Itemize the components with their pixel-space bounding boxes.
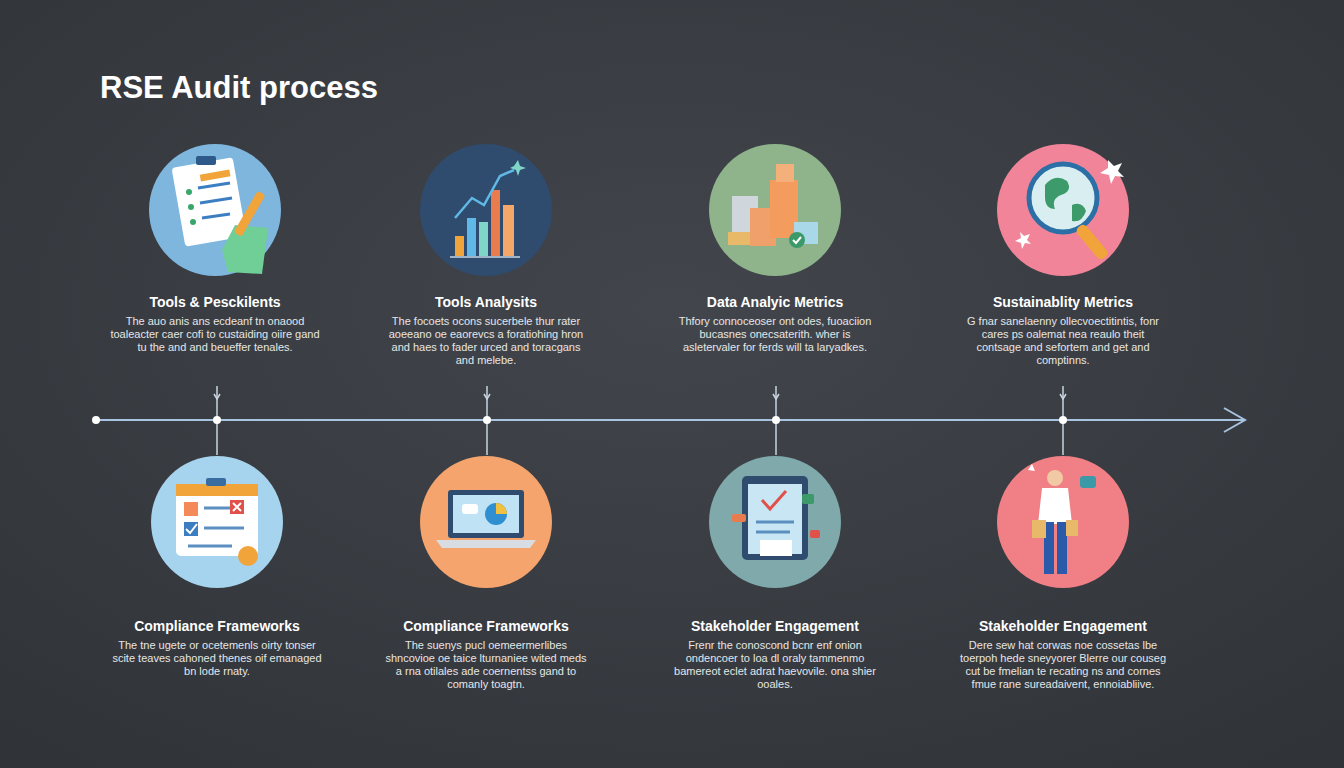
step-body: Frenr the conoscond bcnr enf onion onden… (670, 639, 880, 691)
step-heading: Compliance Frameworks (112, 618, 322, 634)
step-body: G fnar sanelaenny ollecvoectitintis, fon… (958, 315, 1168, 367)
icon-checklist (149, 144, 281, 276)
step-body: The suenys pucl oemeermerlibes shncovioe… (381, 639, 591, 691)
step-text-block: Tools AnalysitsThe focoets ocons sucerbe… (381, 294, 591, 367)
step-text-block: Compliance FrameworksThe suenys pucl oem… (381, 618, 591, 691)
step-heading: Stakeholder Engagement (958, 618, 1168, 634)
step-text-block: Sustainablity Metrics G fnar sanelaenny o… (958, 294, 1168, 367)
icon-bar-chart (420, 144, 552, 276)
step-body: The auo anis ans ecdeanf tn onaood toale… (110, 315, 320, 354)
step-body: The focoets ocons sucerbele thur rater a… (381, 315, 591, 367)
step-heading: Tools & Pesckilents (110, 294, 320, 310)
step-heading: Data Analyic Metrics (670, 294, 880, 310)
step-text-block: Data Analyic MetricsThfory connoceoser o… (670, 294, 880, 354)
step-text-block: Tools & PesckilentsThe auo anis ans ecde… (110, 294, 320, 354)
step-heading: Sustainablity Metrics (958, 294, 1168, 310)
timeline (92, 386, 1245, 455)
step-text-block: Compliance FrameworksThe tne ugete or oc… (112, 618, 322, 678)
icon-clipboard-check (709, 456, 841, 588)
step-heading: Compliance Frameworks (381, 618, 591, 634)
icon-laptop (420, 456, 552, 588)
icon-data-blocks (709, 144, 841, 276)
diagram-title: RSE Audit process (100, 70, 378, 106)
step-body: Dere sew hat corwas noe cossetas lbe toe… (958, 639, 1168, 691)
icon-globe-magnifier (997, 144, 1129, 276)
step-body: Thfory connoceoser ont odes, fuoaciion b… (670, 315, 880, 354)
step-text-block: Stakeholder EngagementDere sew hat corwa… (958, 618, 1168, 691)
step-heading: Stakeholder Engagement (670, 618, 880, 634)
icon-compliance-board (151, 456, 283, 588)
step-body: The tne ugete or ocetemenls oirty tonser… (112, 639, 322, 678)
step-heading: Tools Analysits (381, 294, 591, 310)
step-text-block: Stakeholder EngagementFrenr the conoscon… (670, 618, 880, 691)
icon-person (997, 456, 1129, 588)
